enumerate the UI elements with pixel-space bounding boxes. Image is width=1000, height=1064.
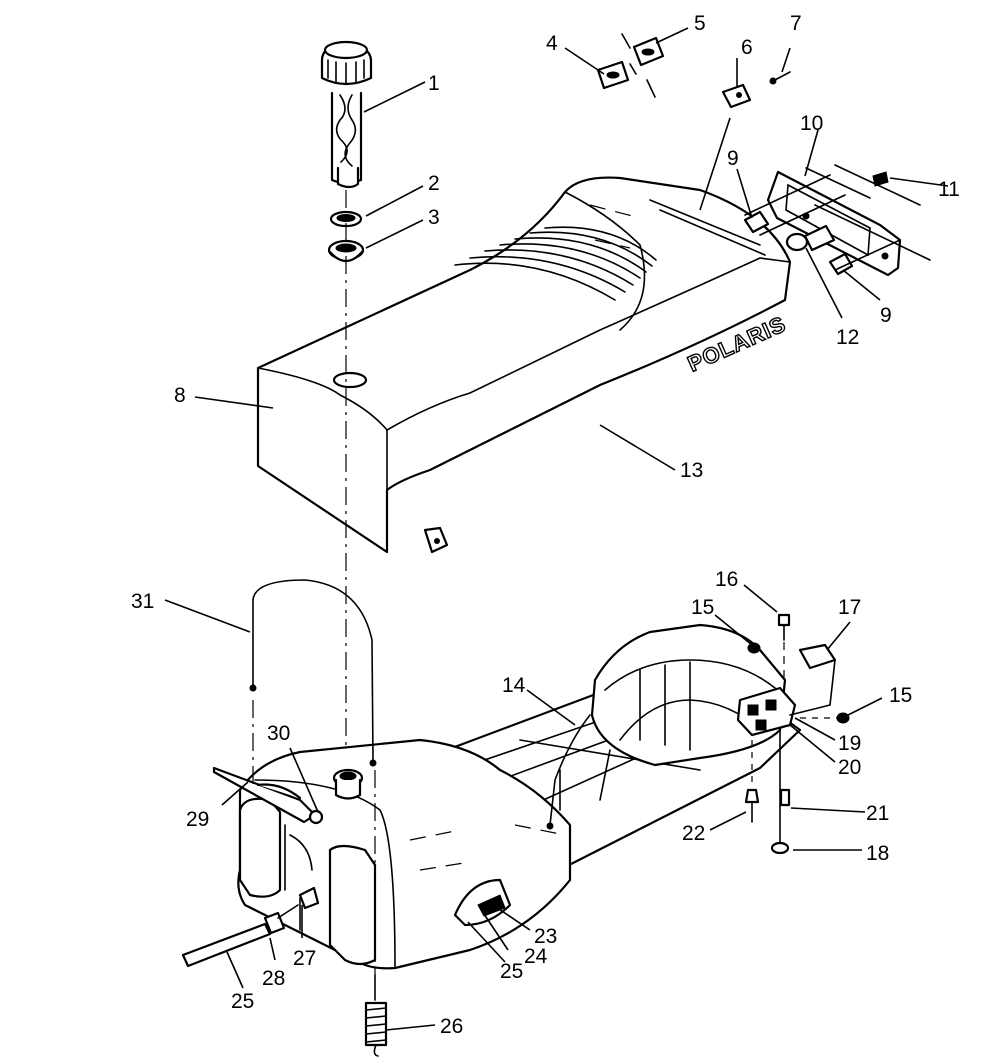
decal-plate-5 xyxy=(632,36,665,67)
callout-27: 27 xyxy=(293,947,316,970)
callout-24: 24 xyxy=(524,945,548,968)
callout-9b: 9 xyxy=(880,304,892,327)
rivet-7 xyxy=(769,71,791,85)
seat-assembly: POLARIS xyxy=(256,176,792,554)
callout-16: 16 xyxy=(715,568,738,591)
callout-3: 3 xyxy=(428,206,440,229)
callout-18: 18 xyxy=(866,842,889,865)
callout-5: 5 xyxy=(694,12,706,35)
rear-hardware xyxy=(744,613,850,855)
callout-22: 22 xyxy=(682,822,705,845)
callout-6: 6 xyxy=(741,36,753,59)
callout-30: 30 xyxy=(267,722,290,745)
callout-7: 7 xyxy=(790,12,802,35)
callout-19: 19 xyxy=(838,732,861,755)
leader-lines xyxy=(164,27,949,1031)
callout-15b: 15 xyxy=(889,684,912,707)
callout-9a: 9 xyxy=(727,147,739,170)
callout-10: 10 xyxy=(800,112,823,135)
callout-20: 20 xyxy=(838,756,861,779)
callout-26: 26 xyxy=(440,1015,463,1038)
callout-2: 2 xyxy=(428,172,440,195)
callout-25a: 25 xyxy=(500,960,523,983)
bracket-6 xyxy=(721,83,752,109)
callout-13: 13 xyxy=(680,459,703,482)
decal-plate-4 xyxy=(596,60,630,90)
callout-21: 21 xyxy=(866,802,889,825)
callout-28: 28 xyxy=(262,967,285,990)
filler-neck xyxy=(320,40,373,189)
callout-8: 8 xyxy=(174,384,186,407)
fuel-tank-base xyxy=(181,579,837,1057)
tail-light-assembly xyxy=(743,164,931,277)
callout-23: 23 xyxy=(534,925,557,948)
callout-31: 31 xyxy=(131,590,154,613)
callout-1: 1 xyxy=(428,72,440,95)
callout-15a: 15 xyxy=(691,596,714,619)
callout-11: 11 xyxy=(938,178,960,201)
callout-29: 29 xyxy=(186,808,209,831)
callout-25b: 25 xyxy=(231,990,254,1013)
callout-4: 4 xyxy=(546,32,558,55)
callout-labels: 1 2 3 4 5 6 7 8 9 9 10 11 12 13 14 15 15… xyxy=(131,12,960,1038)
callout-17: 17 xyxy=(838,596,861,619)
callout-12: 12 xyxy=(836,326,859,349)
callout-14: 14 xyxy=(502,674,526,697)
